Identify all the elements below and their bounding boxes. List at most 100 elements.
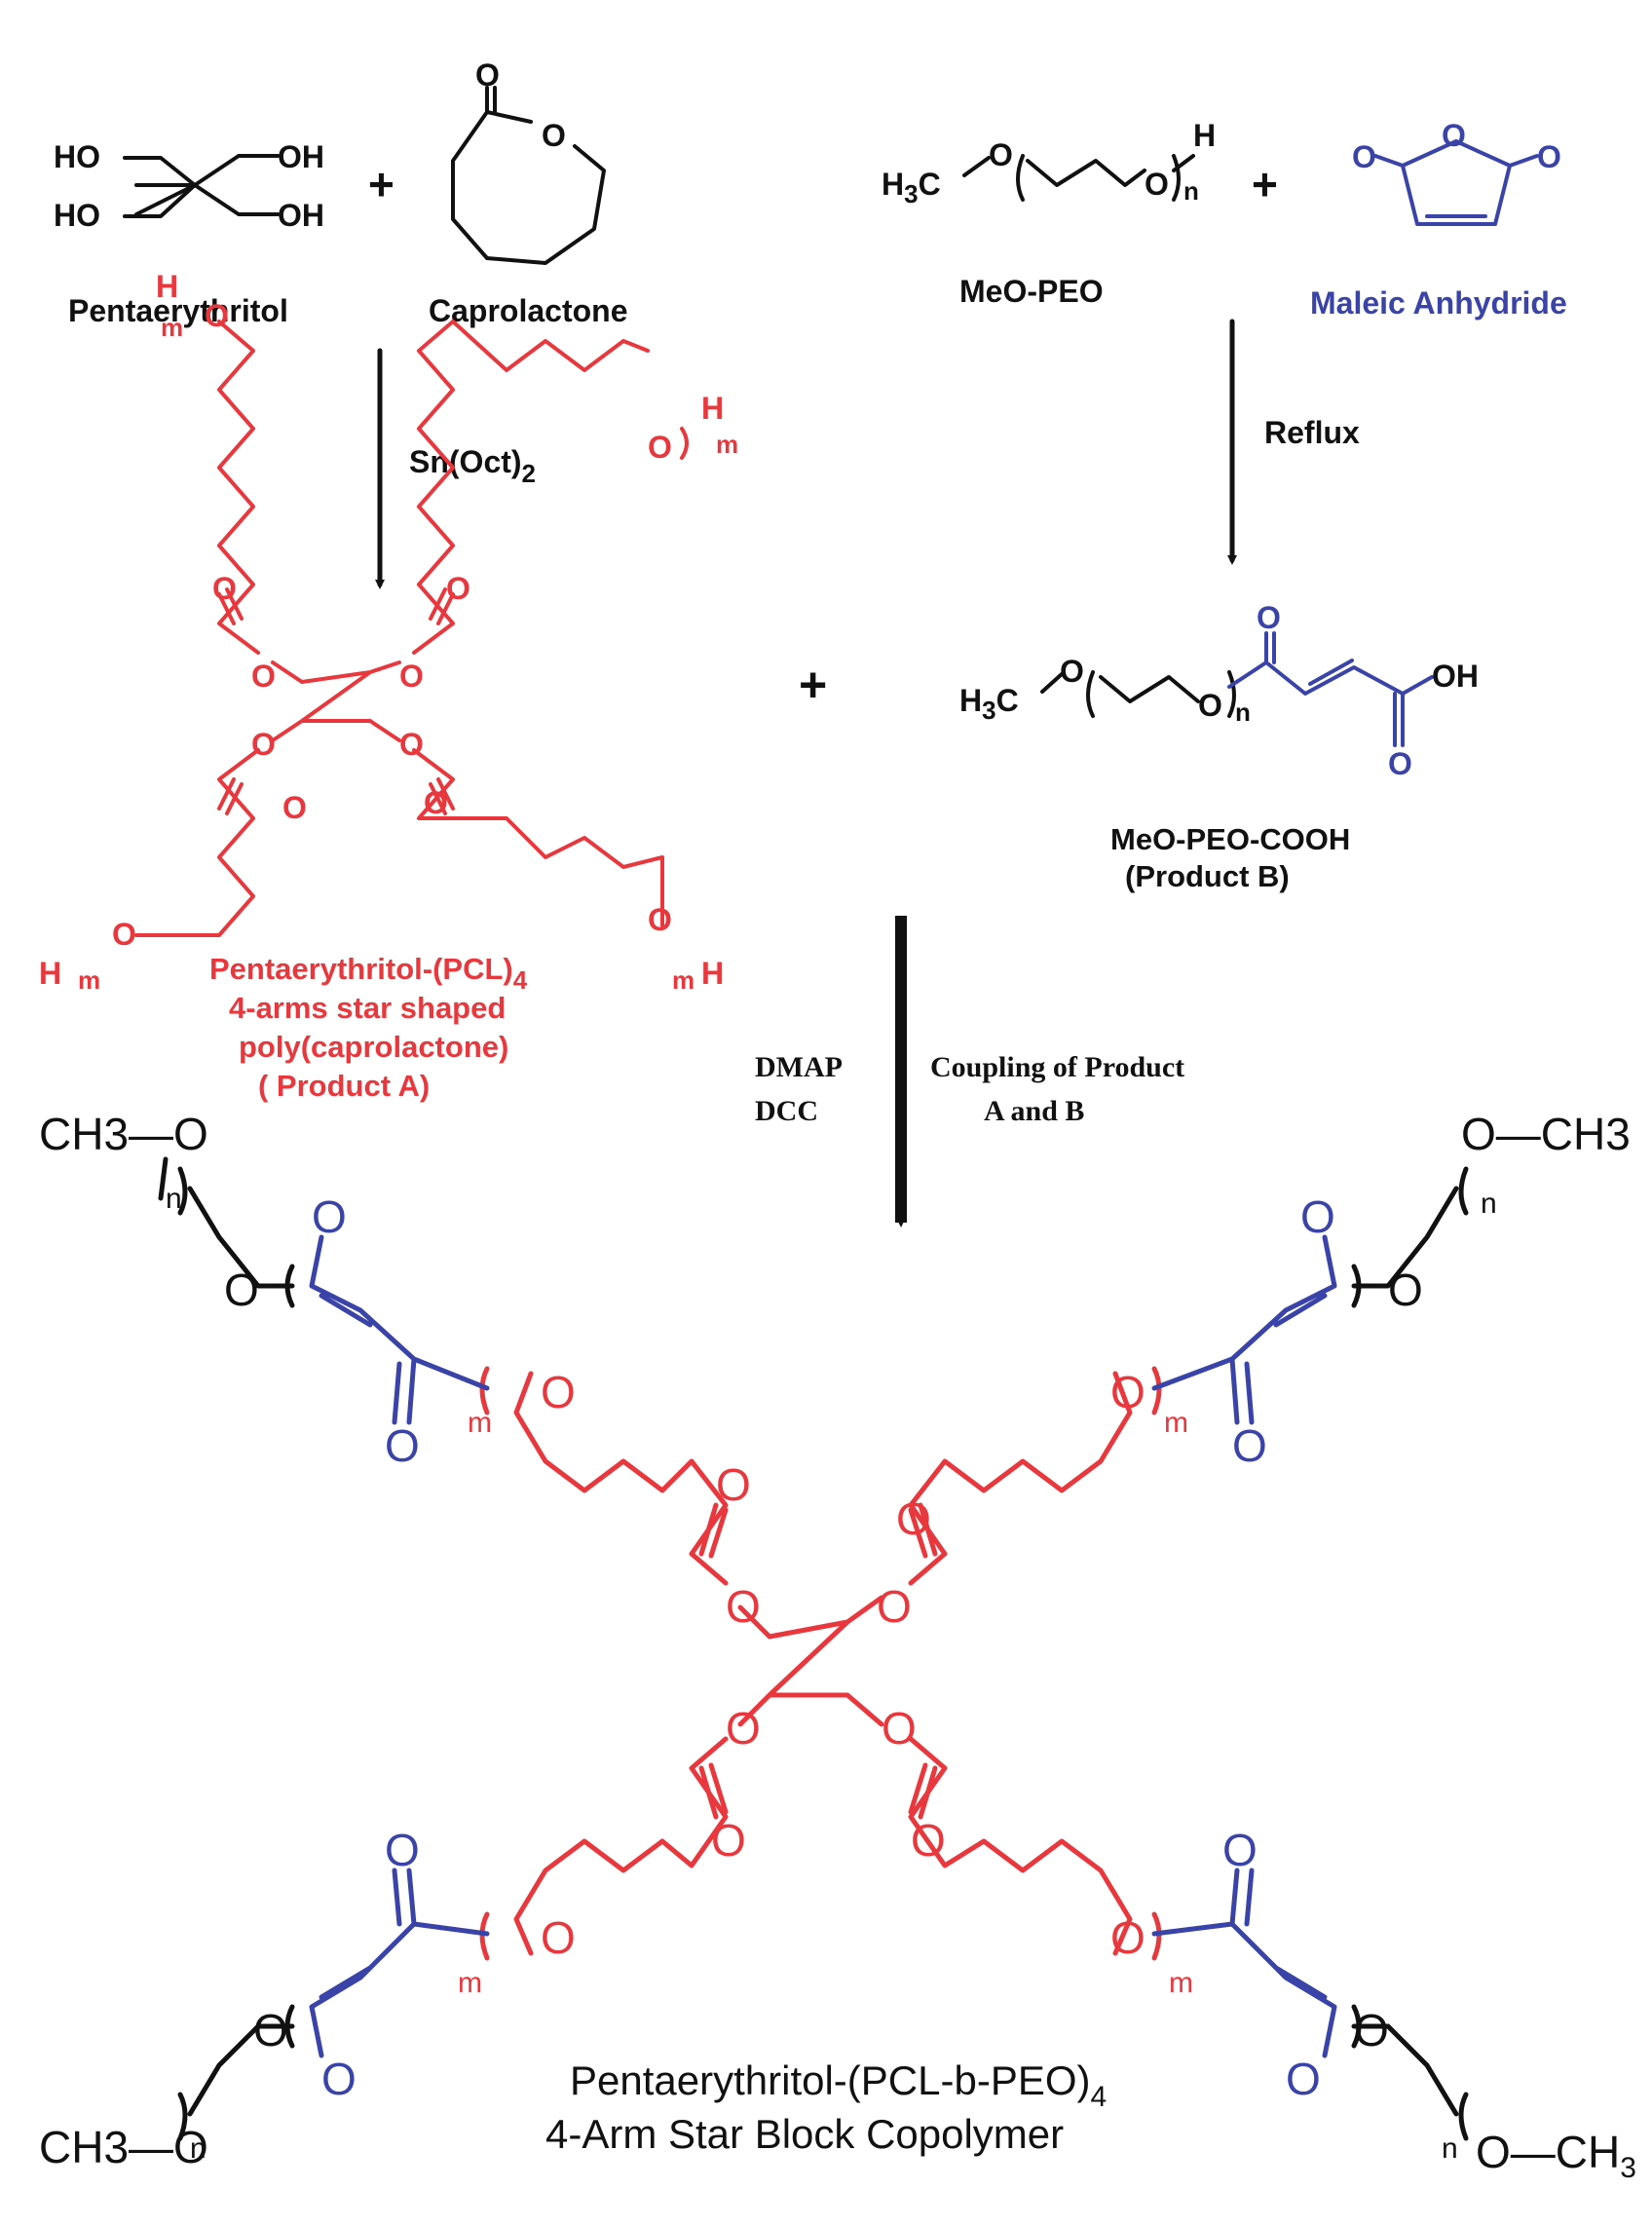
terminal-h: H xyxy=(156,269,178,304)
anhydride-co-o: O xyxy=(1352,139,1376,174)
product-a-label-3: poly(caprolactone) xyxy=(239,1030,508,1064)
carbonyl-o: O xyxy=(282,790,307,825)
step3-reagent-dmap: DMAP xyxy=(755,1051,843,1083)
ester-o: O xyxy=(224,1264,259,1315)
pentaerythritol-name: Pentaerythritol xyxy=(68,293,288,328)
final-label-1: Pentaerythritol-(PCL-b-PEO)4 xyxy=(570,2057,1107,2113)
carbonyl-o: O xyxy=(475,57,500,93)
methoxy-cap: CH3—O xyxy=(39,2122,208,2172)
repeat-n: n xyxy=(1183,176,1199,206)
ester-o: O xyxy=(1110,1367,1145,1417)
ester-o: O xyxy=(399,727,424,762)
oh-label: OH xyxy=(278,198,324,233)
hydroxyl-o: O xyxy=(648,430,672,465)
meo-peo-name: MeO-PEO xyxy=(959,274,1104,309)
methoxy-cap: CH3—O xyxy=(39,1109,208,1159)
repeat-m: m xyxy=(716,430,738,459)
final-copolymer-structure: O O O m O O O n CH3—O O O O m O O O n O—… xyxy=(39,1109,1636,2184)
ester-o: O xyxy=(726,1581,761,1632)
ester-o: O xyxy=(1354,2005,1389,2056)
carbonyl-o: O xyxy=(385,1825,420,1875)
product-a-structure: O O O H m O O O H m O O O H m O O O H m xyxy=(39,269,738,995)
terminal-h: H xyxy=(39,956,61,991)
repeat-m: m xyxy=(1164,1407,1188,1439)
product-a-label-4: ( Product A) xyxy=(258,1069,430,1103)
ester-o: O xyxy=(1388,1264,1423,1315)
carbonyl-o: O xyxy=(212,571,237,606)
repeat-m: m xyxy=(468,1407,492,1439)
carbonyl-o: O xyxy=(1257,600,1281,635)
ester-o: O xyxy=(882,1703,917,1754)
caprolactone-structure: O O xyxy=(451,57,606,265)
repeat-n: n xyxy=(166,1183,182,1215)
maleic-anhydride-structure: O O O xyxy=(1352,118,1561,226)
hydroxyl-o: O xyxy=(112,917,136,952)
repeat-m: m xyxy=(161,313,183,342)
plus-sign: + xyxy=(1252,159,1278,209)
ring-o: O xyxy=(542,118,566,153)
ether-o: O xyxy=(1145,167,1169,202)
carbonyl-o: O xyxy=(446,571,470,606)
ester-o: O xyxy=(877,1581,912,1632)
carbonyl-o: O xyxy=(1286,2054,1321,2104)
step1-catalyst: Sn(Oct)2 xyxy=(409,444,536,488)
carbonyl-o: O xyxy=(911,1815,946,1866)
final-label-2: 4-Arm Star Block Copolymer xyxy=(545,2111,1064,2157)
repeat-n: n xyxy=(1235,698,1251,727)
ether-o: O xyxy=(989,137,1013,172)
methoxy-cap: O—CH3 xyxy=(1461,1109,1631,1159)
terminal-h: H xyxy=(701,956,724,991)
ester-o: O xyxy=(726,1703,761,1754)
pentaerythritol-structure: HO HO OH OH xyxy=(54,139,324,233)
ester-o: O xyxy=(1198,688,1222,723)
ester-o: O xyxy=(541,1912,576,1963)
hydroxyl-o: O xyxy=(648,902,672,937)
repeat-m: m xyxy=(458,1967,482,1999)
carbonyl-o: O xyxy=(1222,1825,1258,1875)
meo-peo-structure: H3C O O H n xyxy=(882,118,1216,208)
repeat-n: n xyxy=(1442,2132,1458,2165)
product-b-label-2: (Product B) xyxy=(1125,859,1290,893)
oh-label: OH xyxy=(278,139,324,174)
step3-reagent-dcc: DCC xyxy=(755,1095,818,1127)
terminal-h: H xyxy=(701,391,724,426)
ester-o: O xyxy=(541,1367,576,1417)
carbonyl-o: O xyxy=(1388,746,1412,781)
repeat-m: m xyxy=(1169,1967,1193,1999)
caprolactone-name: Caprolactone xyxy=(429,293,627,328)
product-b-structure: H3C O O n O O OH xyxy=(959,600,1479,781)
anhydride-ring-o: O xyxy=(1442,118,1466,153)
product-a-label-2: 4-arms star shaped xyxy=(229,991,506,1025)
repeat-n: n xyxy=(190,2132,206,2165)
step3-note-2: A and B xyxy=(984,1095,1084,1127)
h3c-label: H3C xyxy=(959,683,1019,725)
methoxy-cap: O—CH3 xyxy=(1476,2127,1636,2184)
ester-o: O xyxy=(251,659,276,694)
carbonyl-o: O xyxy=(1300,1191,1335,1242)
maleic-anhydride-name: Maleic Anhydride xyxy=(1310,285,1567,321)
anhydride-co-o: O xyxy=(1537,139,1561,174)
repeat-n: n xyxy=(1481,1188,1497,1220)
carbonyl-o: O xyxy=(716,1459,751,1510)
h3c-label: H3C xyxy=(882,167,941,208)
repeat-m: m xyxy=(78,965,100,995)
ester-o: O xyxy=(251,727,276,762)
ho-label: HO xyxy=(54,139,100,174)
plus-sign: + xyxy=(368,159,394,209)
product-b-label-1: MeO-PEO-COOH xyxy=(1110,822,1350,856)
carbonyl-o: O xyxy=(711,1815,746,1866)
plus-sign: + xyxy=(799,658,827,712)
carbonyl-o: O xyxy=(321,2054,357,2104)
step2-condition: Reflux xyxy=(1264,415,1360,450)
carbonyl-o: O xyxy=(424,785,448,820)
ester-o: O xyxy=(253,2005,288,2056)
ester-o: O xyxy=(1110,1912,1145,1963)
hydroxyl-o: O xyxy=(205,298,229,333)
ho-label: HO xyxy=(54,198,100,233)
repeat-m: m xyxy=(672,965,695,995)
carbonyl-o: O xyxy=(1232,1420,1267,1471)
ether-o: O xyxy=(1060,654,1084,689)
terminal-h: H xyxy=(1193,118,1216,153)
carbonyl-o: O xyxy=(385,1420,420,1471)
